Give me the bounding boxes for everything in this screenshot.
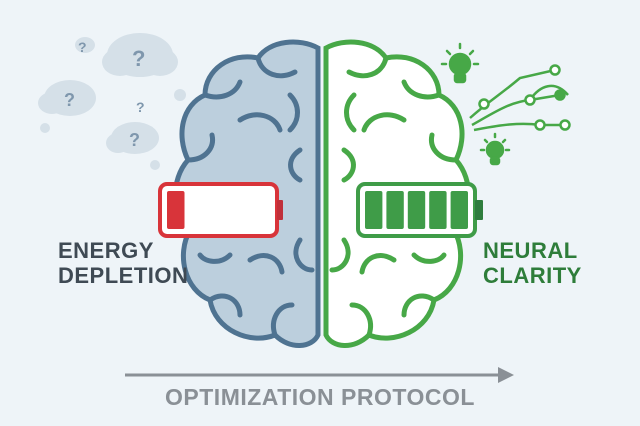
question-marks: ? ? ? ? ? (64, 39, 145, 150)
low-battery-icon (158, 182, 283, 238)
optimization-protocol-label: OPTIMIZATION PROTOCOL (165, 384, 475, 410)
label-line: ENERGY (58, 238, 154, 263)
battery-segment (450, 191, 468, 229)
question-mark: ? (132, 46, 145, 71)
question-mark: ? (136, 99, 145, 115)
full-battery-icon (356, 182, 483, 238)
question-mark: ? (129, 130, 140, 150)
battery-segment (365, 191, 383, 229)
lightbulb-icon (440, 42, 480, 84)
thought-clouds-icon (38, 33, 186, 170)
question-mark: ? (64, 90, 75, 110)
neural-clarity-label: NEURAL CLARITY (483, 238, 582, 288)
label-line: NEURAL (483, 238, 578, 263)
neural-circuit-icon (469, 64, 571, 132)
battery-segment (429, 191, 447, 229)
battery-segments (365, 191, 468, 229)
battery-level-fill (167, 191, 185, 229)
progress-arrow-icon (125, 367, 514, 383)
label-line: DEPLETION (58, 263, 189, 288)
question-mark: ? (78, 39, 87, 55)
label-line: CLARITY (483, 263, 582, 288)
battery-segment (386, 191, 404, 229)
battery-segment (407, 191, 426, 229)
lightbulb-icon (479, 132, 511, 166)
energy-depletion-label: ENERGY DEPLETION (58, 238, 188, 288)
